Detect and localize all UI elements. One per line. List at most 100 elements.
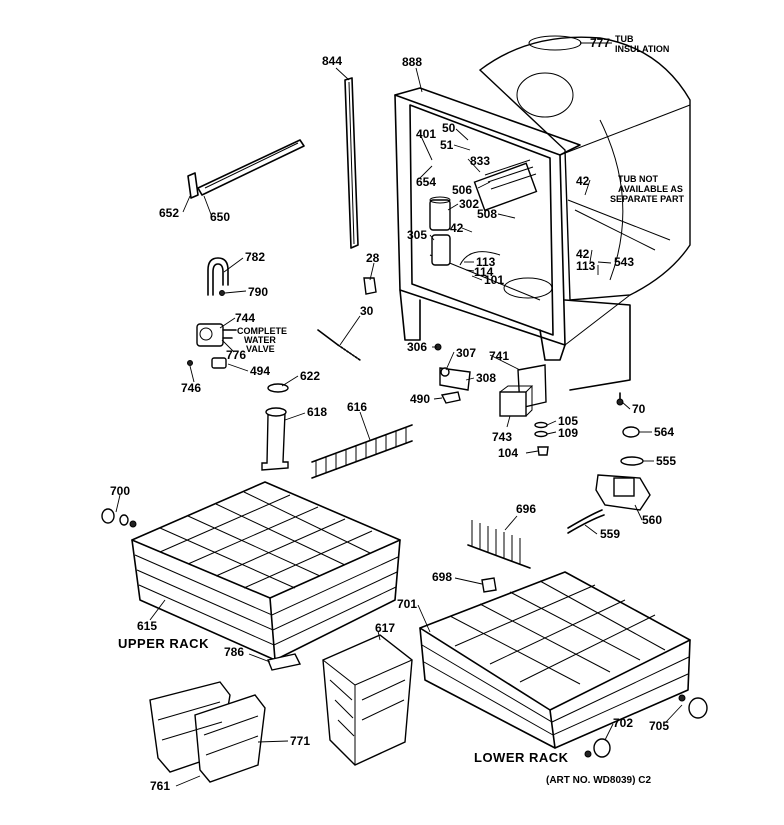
tine-row-616 bbox=[311, 424, 413, 479]
part-761: 761 bbox=[150, 779, 170, 793]
part-782: 782 bbox=[245, 250, 265, 264]
part-790: 790 bbox=[248, 285, 268, 299]
part-559: 559 bbox=[600, 527, 620, 541]
part-616: 616 bbox=[347, 400, 367, 414]
part-618: 618 bbox=[307, 405, 327, 419]
part-306-a: 306 bbox=[407, 340, 427, 354]
part-560: 560 bbox=[642, 513, 662, 527]
part-104: 104 bbox=[498, 446, 518, 460]
part-702: 702 bbox=[613, 716, 633, 730]
part-654: 654 bbox=[416, 175, 436, 189]
part-741: 741 bbox=[489, 349, 509, 363]
svg-text:AVAILABLE AS: AVAILABLE AS bbox=[618, 184, 683, 194]
spray-tower-618 bbox=[261, 407, 289, 471]
part-696: 696 bbox=[516, 502, 536, 516]
screw-70 bbox=[616, 392, 624, 406]
tub-insulation bbox=[478, 35, 691, 301]
part-30: 30 bbox=[360, 304, 374, 318]
part-305: 305 bbox=[407, 228, 427, 242]
part-564: 564 bbox=[654, 425, 674, 439]
silverware-basket-617 bbox=[322, 634, 413, 766]
part-401: 401 bbox=[416, 127, 436, 141]
part-705: 705 bbox=[649, 719, 669, 733]
vent-strip bbox=[187, 139, 305, 199]
part-28: 28 bbox=[366, 251, 380, 265]
part-746: 746 bbox=[181, 381, 201, 395]
door-gasket bbox=[344, 77, 359, 249]
roller-705 bbox=[678, 694, 708, 719]
part-113-b: 113 bbox=[576, 259, 596, 273]
part-617: 617 bbox=[375, 621, 395, 635]
hose-782 bbox=[207, 257, 229, 296]
clip-28 bbox=[363, 277, 377, 295]
part-771: 771 bbox=[290, 734, 310, 748]
clip-786 bbox=[267, 653, 302, 671]
part-42-b: 42 bbox=[576, 174, 590, 188]
part-786: 786 bbox=[224, 645, 244, 659]
pump-parts bbox=[567, 426, 651, 534]
part-numbers: 777 844 888 401 50 51 833 654 506 302 50… bbox=[110, 36, 676, 793]
svg-text:TUB NOT: TUB NOT bbox=[618, 174, 658, 184]
part-701: 701 bbox=[397, 597, 417, 611]
motor-743 bbox=[499, 385, 534, 417]
lower-rack bbox=[419, 571, 691, 749]
roller-700 bbox=[101, 508, 137, 528]
part-506: 506 bbox=[452, 183, 472, 197]
part-543: 543 bbox=[614, 255, 634, 269]
upper-rack-label: UPPER RACK bbox=[118, 636, 209, 651]
part-101: 101 bbox=[484, 273, 504, 287]
part-622: 622 bbox=[300, 369, 320, 383]
part-744: 744 bbox=[235, 311, 255, 325]
part-650: 650 bbox=[210, 210, 230, 224]
part-776: 776 bbox=[226, 348, 246, 362]
svg-text:COMPLETE: COMPLETE bbox=[237, 326, 287, 336]
part-51: 51 bbox=[440, 138, 454, 152]
part-555: 555 bbox=[656, 454, 676, 468]
note-tub-not-available: TUB NOT AVAILABLE AS SEPARATE PART bbox=[610, 174, 685, 204]
screw-790 bbox=[219, 290, 225, 296]
part-652: 652 bbox=[159, 206, 179, 220]
spring-30 bbox=[317, 329, 361, 361]
part-494: 494 bbox=[250, 364, 270, 378]
part-114: 114 bbox=[474, 265, 494, 279]
note-tub-insulation: TUB INSULATION bbox=[615, 34, 669, 54]
roller-702 bbox=[584, 738, 611, 758]
part-844: 844 bbox=[322, 54, 342, 68]
part-777: 777 bbox=[590, 36, 610, 50]
part-833: 833 bbox=[470, 154, 490, 168]
basket-761-771 bbox=[149, 681, 266, 783]
svg-text:SEPARATE PART: SEPARATE PART bbox=[610, 194, 685, 204]
upper-rack bbox=[131, 481, 401, 661]
part-615: 615 bbox=[137, 619, 157, 633]
note-complete-water-valve: COMPLETE WATER VALVE bbox=[237, 326, 287, 354]
svg-text:TUB: TUB bbox=[615, 34, 634, 44]
svg-text:WATER: WATER bbox=[244, 335, 276, 345]
svg-text:INSULATION: INSULATION bbox=[615, 44, 669, 54]
part-700: 700 bbox=[110, 484, 130, 498]
part-698: 698 bbox=[432, 570, 452, 584]
part-490: 490 bbox=[410, 392, 430, 406]
part-308: 308 bbox=[476, 371, 496, 385]
part-113-a: 113 bbox=[476, 255, 496, 269]
part-50: 50 bbox=[442, 121, 456, 135]
part-743: 743 bbox=[492, 430, 512, 444]
clip-698 bbox=[481, 577, 497, 593]
part-70: 70 bbox=[632, 402, 646, 416]
part-42-c: 42 bbox=[576, 247, 590, 261]
part-307: 307 bbox=[456, 346, 476, 360]
svg-text:VALVE: VALVE bbox=[246, 344, 275, 354]
tub-frame bbox=[394, 87, 691, 391]
part-302: 302 bbox=[459, 197, 479, 211]
water-valve bbox=[187, 323, 237, 369]
part-109: 109 bbox=[558, 426, 578, 440]
tines-696 bbox=[467, 520, 531, 569]
leader-lines bbox=[115, 42, 683, 787]
part-888: 888 bbox=[402, 55, 422, 69]
part-42-a: 42 bbox=[450, 221, 464, 235]
hinge-parts bbox=[434, 343, 471, 404]
part-508: 508 bbox=[477, 207, 497, 221]
washers bbox=[534, 421, 549, 456]
lower-rack-label: LOWER RACK bbox=[474, 750, 569, 765]
